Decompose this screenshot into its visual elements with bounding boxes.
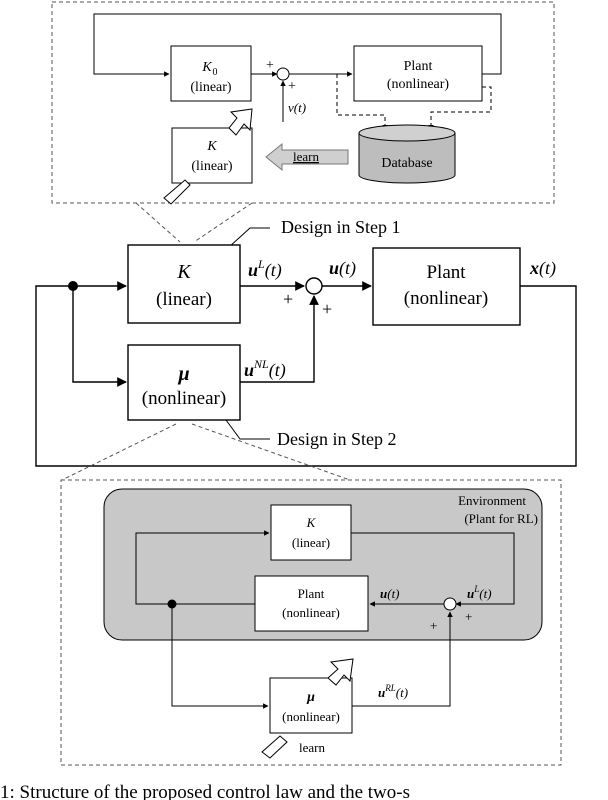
top-plant-name: Plant <box>404 59 433 74</box>
bottom-plant-block: Plant (nonlinear) <box>254 575 369 632</box>
main-mu-symbol: μ <box>177 363 189 385</box>
bottom-plus-left: + <box>430 618 437 633</box>
top-k-type: (linear) <box>191 159 233 174</box>
step2-label: Design in Step 2 <box>277 429 397 449</box>
bottom-k-block: K (linear) <box>270 504 352 561</box>
environment-sub-label: (Plant for RL) <box>464 511 538 526</box>
main-mu-type: (nonlinear) <box>142 388 226 409</box>
main-u-signal: u(t) <box>329 258 356 279</box>
bottom-mu-symbol: μ <box>306 690 315 705</box>
main-plant-block: Plant (nonlinear) <box>372 247 521 326</box>
main-uNL-signal: uNL(t) <box>244 357 286 381</box>
top-plus-right: + <box>288 79 296 94</box>
main-x-signal: x(t) <box>529 258 556 279</box>
svg-text:uNL(t): uNL(t) <box>244 357 286 381</box>
main-plus-bottom: + <box>322 299 332 319</box>
main-uL-signal: uL(t) <box>248 257 282 281</box>
top-learn-arrow: learn <box>265 142 349 172</box>
top-plant-block: Plant (nonlinear) <box>353 45 483 102</box>
main-summing-junction <box>305 277 323 295</box>
bottom-k-type: (linear) <box>292 535 330 550</box>
step1-label: Design in Step 1 <box>281 217 401 237</box>
top-k-block: K (linear) <box>171 127 253 184</box>
top-nu-signal: ν(t) <box>288 100 306 115</box>
top-k0-type: (linear) <box>190 80 232 95</box>
top-k0-symbol: K <box>201 60 212 75</box>
top-inset: K 0 (linear) + + ν(t) Plant (nonlinear) … <box>51 1 555 205</box>
bottom-plus-right: + <box>465 609 472 624</box>
top-inset-frame <box>51 1 555 204</box>
top-k0-subscript: 0 <box>213 67 218 78</box>
svg-text:u(t): u(t) <box>380 586 400 601</box>
database-cylinder: Database <box>358 124 456 184</box>
top-k-symbol: K <box>206 139 217 154</box>
bottom-mu-type: (nonlinear) <box>282 709 340 724</box>
main-k-block: K (linear) <box>127 244 241 324</box>
top-learn-label: learn <box>293 149 319 164</box>
database-label: Database <box>381 156 432 171</box>
main-plant-name: Plant <box>426 262 466 283</box>
main-diagram: Design in Step 1 K (linear) μ (nonlinear… <box>35 217 577 467</box>
bottom-u-signal: u(t) <box>380 586 400 601</box>
top-adjust-arrow <box>163 108 253 205</box>
svg-text:uL(t): uL(t) <box>467 584 492 601</box>
svg-text:x(t): x(t) <box>529 258 556 279</box>
bottom-uL-signal: uL(t) <box>467 584 492 601</box>
svg-text:u(t): u(t) <box>329 258 356 279</box>
main-mu-block: μ (nonlinear) <box>127 344 241 421</box>
environment-region <box>103 488 543 641</box>
main-plus-left: + <box>283 289 293 309</box>
bottom-plant-name: Plant <box>298 586 325 601</box>
bottom-mu-block: μ (nonlinear) <box>269 677 353 734</box>
bottom-adjust-arrow <box>261 658 354 759</box>
top-plus-top: + <box>266 58 274 73</box>
bottom-learn-label: learn <box>299 740 325 755</box>
environment-label: Environment <box>458 493 526 508</box>
top-feedback-loop <box>93 13 502 77</box>
main-plant-type: (nonlinear) <box>404 288 488 309</box>
top-k0-block: K 0 (linear) <box>170 45 252 102</box>
bottom-uRL-signal: uRL(t) <box>378 683 408 700</box>
bottom-k-symbol: K <box>306 515 317 530</box>
figure-caption: 1: Structure of the proposed control law… <box>0 782 410 800</box>
bottom-plant-type: (nonlinear) <box>282 605 340 620</box>
main-k-symbol: K <box>176 261 192 283</box>
svg-text:uRL(t): uRL(t) <box>378 683 408 700</box>
bottom-inset: Environment (Plant for RL) K (linear) Pl… <box>60 479 562 766</box>
bottom-summing-junction <box>443 597 457 611</box>
svg-text:uL(t): uL(t) <box>248 257 282 281</box>
main-k-type: (linear) <box>156 289 212 310</box>
top-plant-type: (nonlinear) <box>387 77 450 92</box>
